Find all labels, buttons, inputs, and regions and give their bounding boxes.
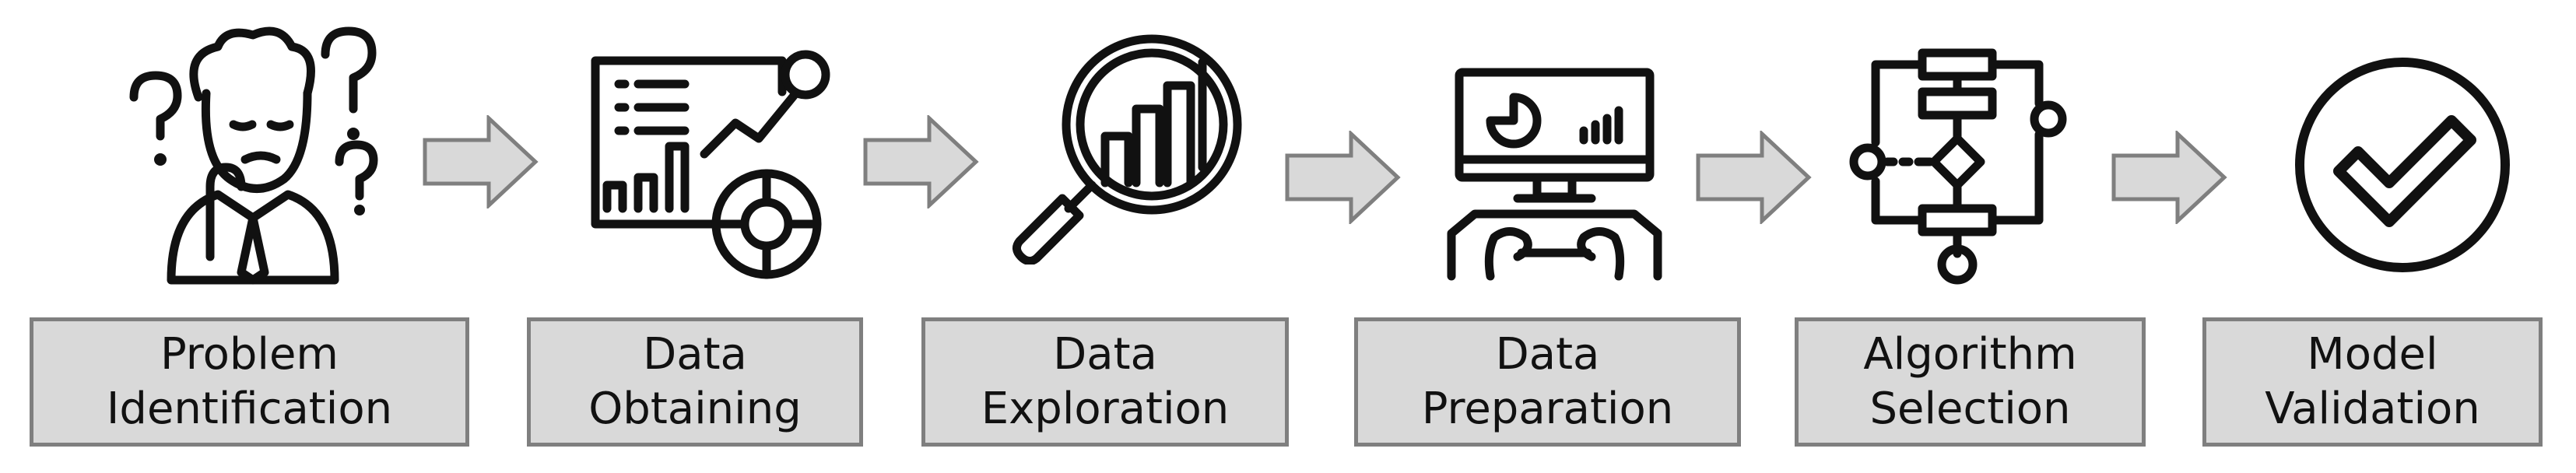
step-label-box: Algorithm Selection <box>1795 317 2146 447</box>
step-label-box: Data Obtaining <box>527 317 863 447</box>
step-label-line1: Algorithm <box>1863 329 2077 380</box>
arrow-icon <box>2111 131 2227 224</box>
dashboard-chart-icon <box>588 45 844 286</box>
step-label-box: Data Preparation <box>1354 317 1741 447</box>
checkmark-circle-icon <box>2292 54 2514 276</box>
step-label-box: Data Exploration <box>921 317 1289 447</box>
step-label-line2: Preparation <box>1421 384 1674 434</box>
computer-keyboard-icon <box>1444 66 1665 292</box>
step-label-line1: Model <box>2307 329 2438 380</box>
step-label-line2: Exploration <box>981 384 1230 434</box>
step-label-box: Problem Identification <box>30 317 469 447</box>
step-label-box: Model Validation <box>2202 317 2543 447</box>
magnifier-chart-icon <box>1008 31 1257 265</box>
arrow-icon <box>1284 131 1401 224</box>
flowchart-icon <box>1844 45 2078 286</box>
confused-person-icon <box>125 23 381 288</box>
step-label-line1: Data <box>1053 329 1157 380</box>
arrow-icon <box>1695 131 1812 224</box>
step-label-line2: Selection <box>1869 384 2071 434</box>
step-label-line1: Data <box>643 329 747 380</box>
step-label-line2: Validation <box>2265 384 2480 434</box>
arrow-icon <box>862 115 979 208</box>
step-label-line1: Data <box>1495 329 1600 380</box>
step-label-line2: Identification <box>106 384 393 434</box>
step-label-line2: Obtaining <box>588 384 802 434</box>
step-label-line1: Problem <box>160 329 339 380</box>
arrow-icon <box>422 115 539 208</box>
